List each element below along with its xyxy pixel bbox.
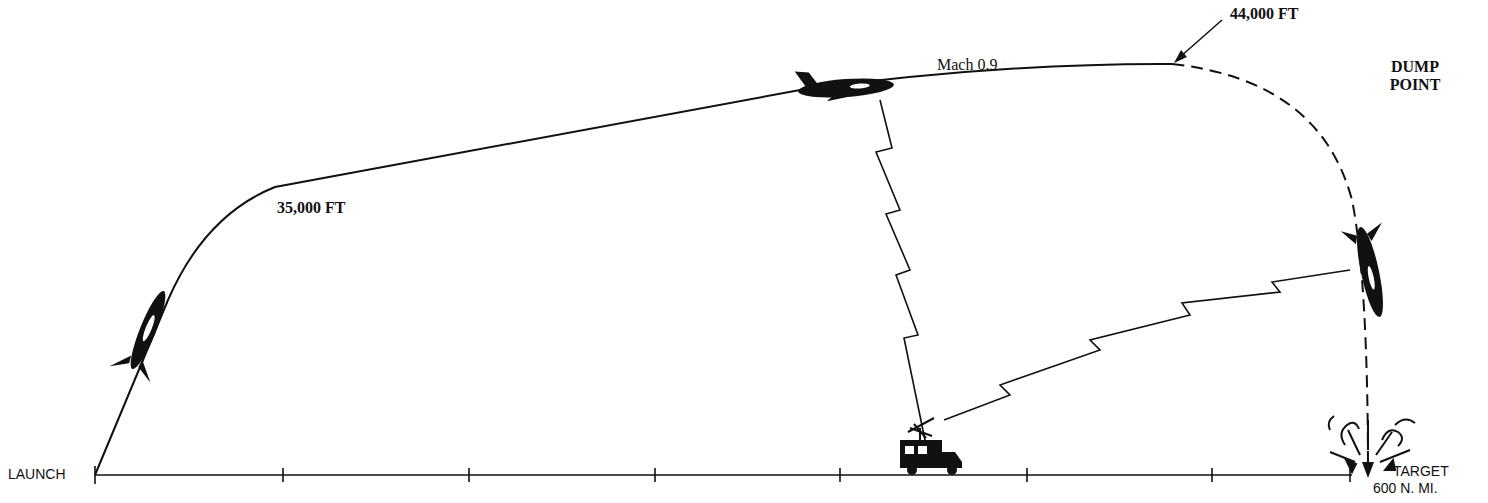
target-label: TARGET — [1393, 464, 1449, 479]
point-label: DUMP POINT — [1383, 58, 1447, 93]
range-label: 600 N. MI. — [1373, 481, 1438, 496]
leader-arrow — [1174, 20, 1222, 63]
missile-cruise — [795, 65, 895, 104]
speed-label: Mach 0.9 — [937, 56, 997, 74]
radio-link — [876, 100, 926, 445]
missile-dive — [1341, 222, 1401, 321]
radio-link — [944, 270, 1350, 420]
missile-climb — [110, 283, 185, 383]
range-axis — [95, 466, 1352, 484]
flight-path — [95, 64, 1172, 475]
dive-path — [1172, 64, 1368, 475]
altitude-label: 35,000 FT — [277, 199, 345, 217]
altitude-label: 44,000 FT — [1230, 5, 1298, 23]
control-truck — [900, 418, 962, 475]
launch-label: LAUNCH — [8, 467, 66, 482]
impact-arrow — [1362, 462, 1374, 478]
